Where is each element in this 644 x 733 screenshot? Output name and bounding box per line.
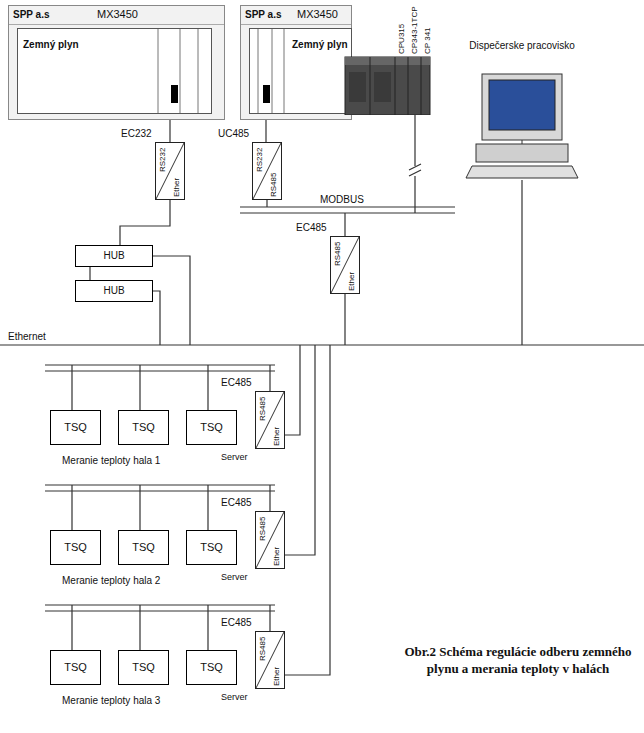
gas-meter: SPP a.s MX3450Zemný plyn bbox=[8, 5, 225, 120]
server-label: Server bbox=[221, 452, 248, 462]
group-label: Meranie teploty hala 1 bbox=[60, 455, 162, 466]
group-label: Meranie teploty hala 2 bbox=[60, 575, 162, 586]
bus-name: MODBUS bbox=[318, 194, 366, 205]
hall-bus bbox=[45, 485, 275, 530]
panel-label: Zemný plyn bbox=[23, 39, 79, 51]
sensor-box: TSQ bbox=[186, 650, 237, 685]
workstation: Dispečerske pracovisko bbox=[462, 40, 582, 180]
port-name: Ether bbox=[172, 178, 182, 197]
connector bbox=[120, 200, 170, 245]
converter: EC485RS485EtherServer bbox=[221, 617, 285, 705]
connector bbox=[169, 120, 170, 142]
plc-link bbox=[414, 115, 415, 213]
server-link bbox=[285, 345, 315, 555]
converter-box: RS485Ether bbox=[255, 511, 285, 569]
company-name: SPP a.s bbox=[245, 9, 282, 21]
sensor-label: TSQ bbox=[119, 541, 168, 554]
meter-panel: Zemný plyn bbox=[17, 28, 212, 114]
converter-name: EC485 bbox=[221, 497, 252, 509]
decoration bbox=[462, 54, 582, 194]
converter: EC485RS485EtherServer bbox=[221, 377, 285, 465]
company-name: SPP a.s bbox=[13, 9, 50, 21]
hub-box: HUB bbox=[75, 245, 153, 267]
converter-name: EC485 bbox=[296, 222, 327, 234]
module-name: CPU315 bbox=[397, 24, 407, 54]
connector bbox=[89, 267, 90, 280]
port-name: Ether bbox=[272, 427, 282, 446]
pc-link bbox=[521, 180, 522, 345]
group-label: Meranie teploty hala 3 bbox=[60, 695, 162, 706]
port-name: RS485 bbox=[258, 637, 268, 661]
sensor-label: TSQ bbox=[187, 541, 236, 554]
converter-box: RS485Ether bbox=[255, 631, 285, 689]
converter: EC485RS485EtherServer bbox=[221, 497, 285, 585]
server-label: Server bbox=[221, 692, 248, 702]
server-label: Server bbox=[221, 572, 248, 582]
converter-name: UC485 bbox=[218, 128, 249, 140]
sensor-box: TSQ bbox=[50, 650, 101, 685]
hall-bus bbox=[45, 605, 275, 650]
sensor-label: TSQ bbox=[51, 421, 100, 434]
sensor-box: TSQ bbox=[118, 530, 169, 565]
port-name: RS485 bbox=[269, 173, 279, 197]
converter-name: EC485 bbox=[221, 377, 252, 389]
sensor-box: TSQ bbox=[50, 530, 101, 565]
module-name: CP343-1TCP bbox=[410, 6, 420, 54]
converter-name: EC485 bbox=[221, 617, 252, 629]
hub-label: HUB bbox=[76, 285, 152, 297]
sensor-box: TSQ bbox=[118, 410, 169, 445]
port-name: Ether bbox=[347, 272, 357, 291]
sensor-label: TSQ bbox=[51, 661, 100, 674]
device-type: MX3450 bbox=[297, 8, 338, 21]
port-name: RS232 bbox=[158, 148, 168, 172]
module-name: CP 341 bbox=[423, 27, 433, 54]
hub-label: HUB bbox=[76, 250, 152, 262]
converter: EC485RS485Ether bbox=[296, 222, 360, 296]
converter-box: RS485Ether bbox=[255, 391, 285, 449]
bus-drop bbox=[266, 200, 267, 207]
workstation-label: Dispečerske pracovisko bbox=[462, 40, 582, 52]
sensor-box: TSQ bbox=[50, 410, 101, 445]
decoration bbox=[340, 2, 435, 115]
link-break bbox=[409, 164, 421, 176]
ethernet-line bbox=[0, 344, 644, 345]
connector bbox=[265, 120, 266, 142]
sensor-label: TSQ bbox=[187, 661, 236, 674]
gas-meter: SPP a.s MX3450Zemný plyn bbox=[240, 5, 352, 120]
converter-box: RS232Ether bbox=[155, 142, 185, 200]
sensor-box: TSQ bbox=[118, 650, 169, 685]
modbus-bus bbox=[240, 207, 455, 213]
sensor-label: TSQ bbox=[119, 421, 168, 434]
sensor-label: TSQ bbox=[187, 421, 236, 434]
hall-bus bbox=[45, 365, 275, 410]
port-name: RS485 bbox=[333, 242, 343, 266]
converter-box: RS485Ether bbox=[330, 236, 360, 294]
sensor-label: TSQ bbox=[51, 541, 100, 554]
hub-link bbox=[147, 256, 190, 345]
server-link bbox=[285, 345, 330, 675]
panel-label: Zemný plyn bbox=[292, 39, 348, 51]
hub-box: HUB bbox=[75, 280, 153, 302]
converter: EC232RS232Ether bbox=[121, 128, 185, 202]
sensor-label: TSQ bbox=[119, 661, 168, 674]
header-line bbox=[9, 24, 224, 25]
port-name: Ether bbox=[272, 667, 282, 686]
plc-rack: CPU315CP343-1TCPCP 341 bbox=[340, 2, 435, 115]
port-name: RS485 bbox=[258, 517, 268, 541]
network-name: Ethernet bbox=[6, 331, 48, 342]
sensor-box: TSQ bbox=[186, 410, 237, 445]
figure-caption: Obr.2 Schéma regulácie odberu zemného pl… bbox=[400, 644, 636, 678]
header-line bbox=[241, 24, 351, 25]
converter-box: RS232RS485 bbox=[252, 142, 282, 200]
port-name: RS485 bbox=[258, 397, 268, 421]
converter-name: EC232 bbox=[121, 128, 152, 140]
sensor-box: TSQ bbox=[186, 530, 237, 565]
device-type: MX3450 bbox=[97, 8, 138, 21]
port-name: RS232 bbox=[255, 148, 265, 172]
server-link bbox=[285, 345, 300, 435]
meter-panel: Zemný plyn bbox=[249, 28, 352, 114]
port-name: Ether bbox=[272, 547, 282, 566]
converter: UC485RS232RS485 bbox=[218, 128, 282, 202]
